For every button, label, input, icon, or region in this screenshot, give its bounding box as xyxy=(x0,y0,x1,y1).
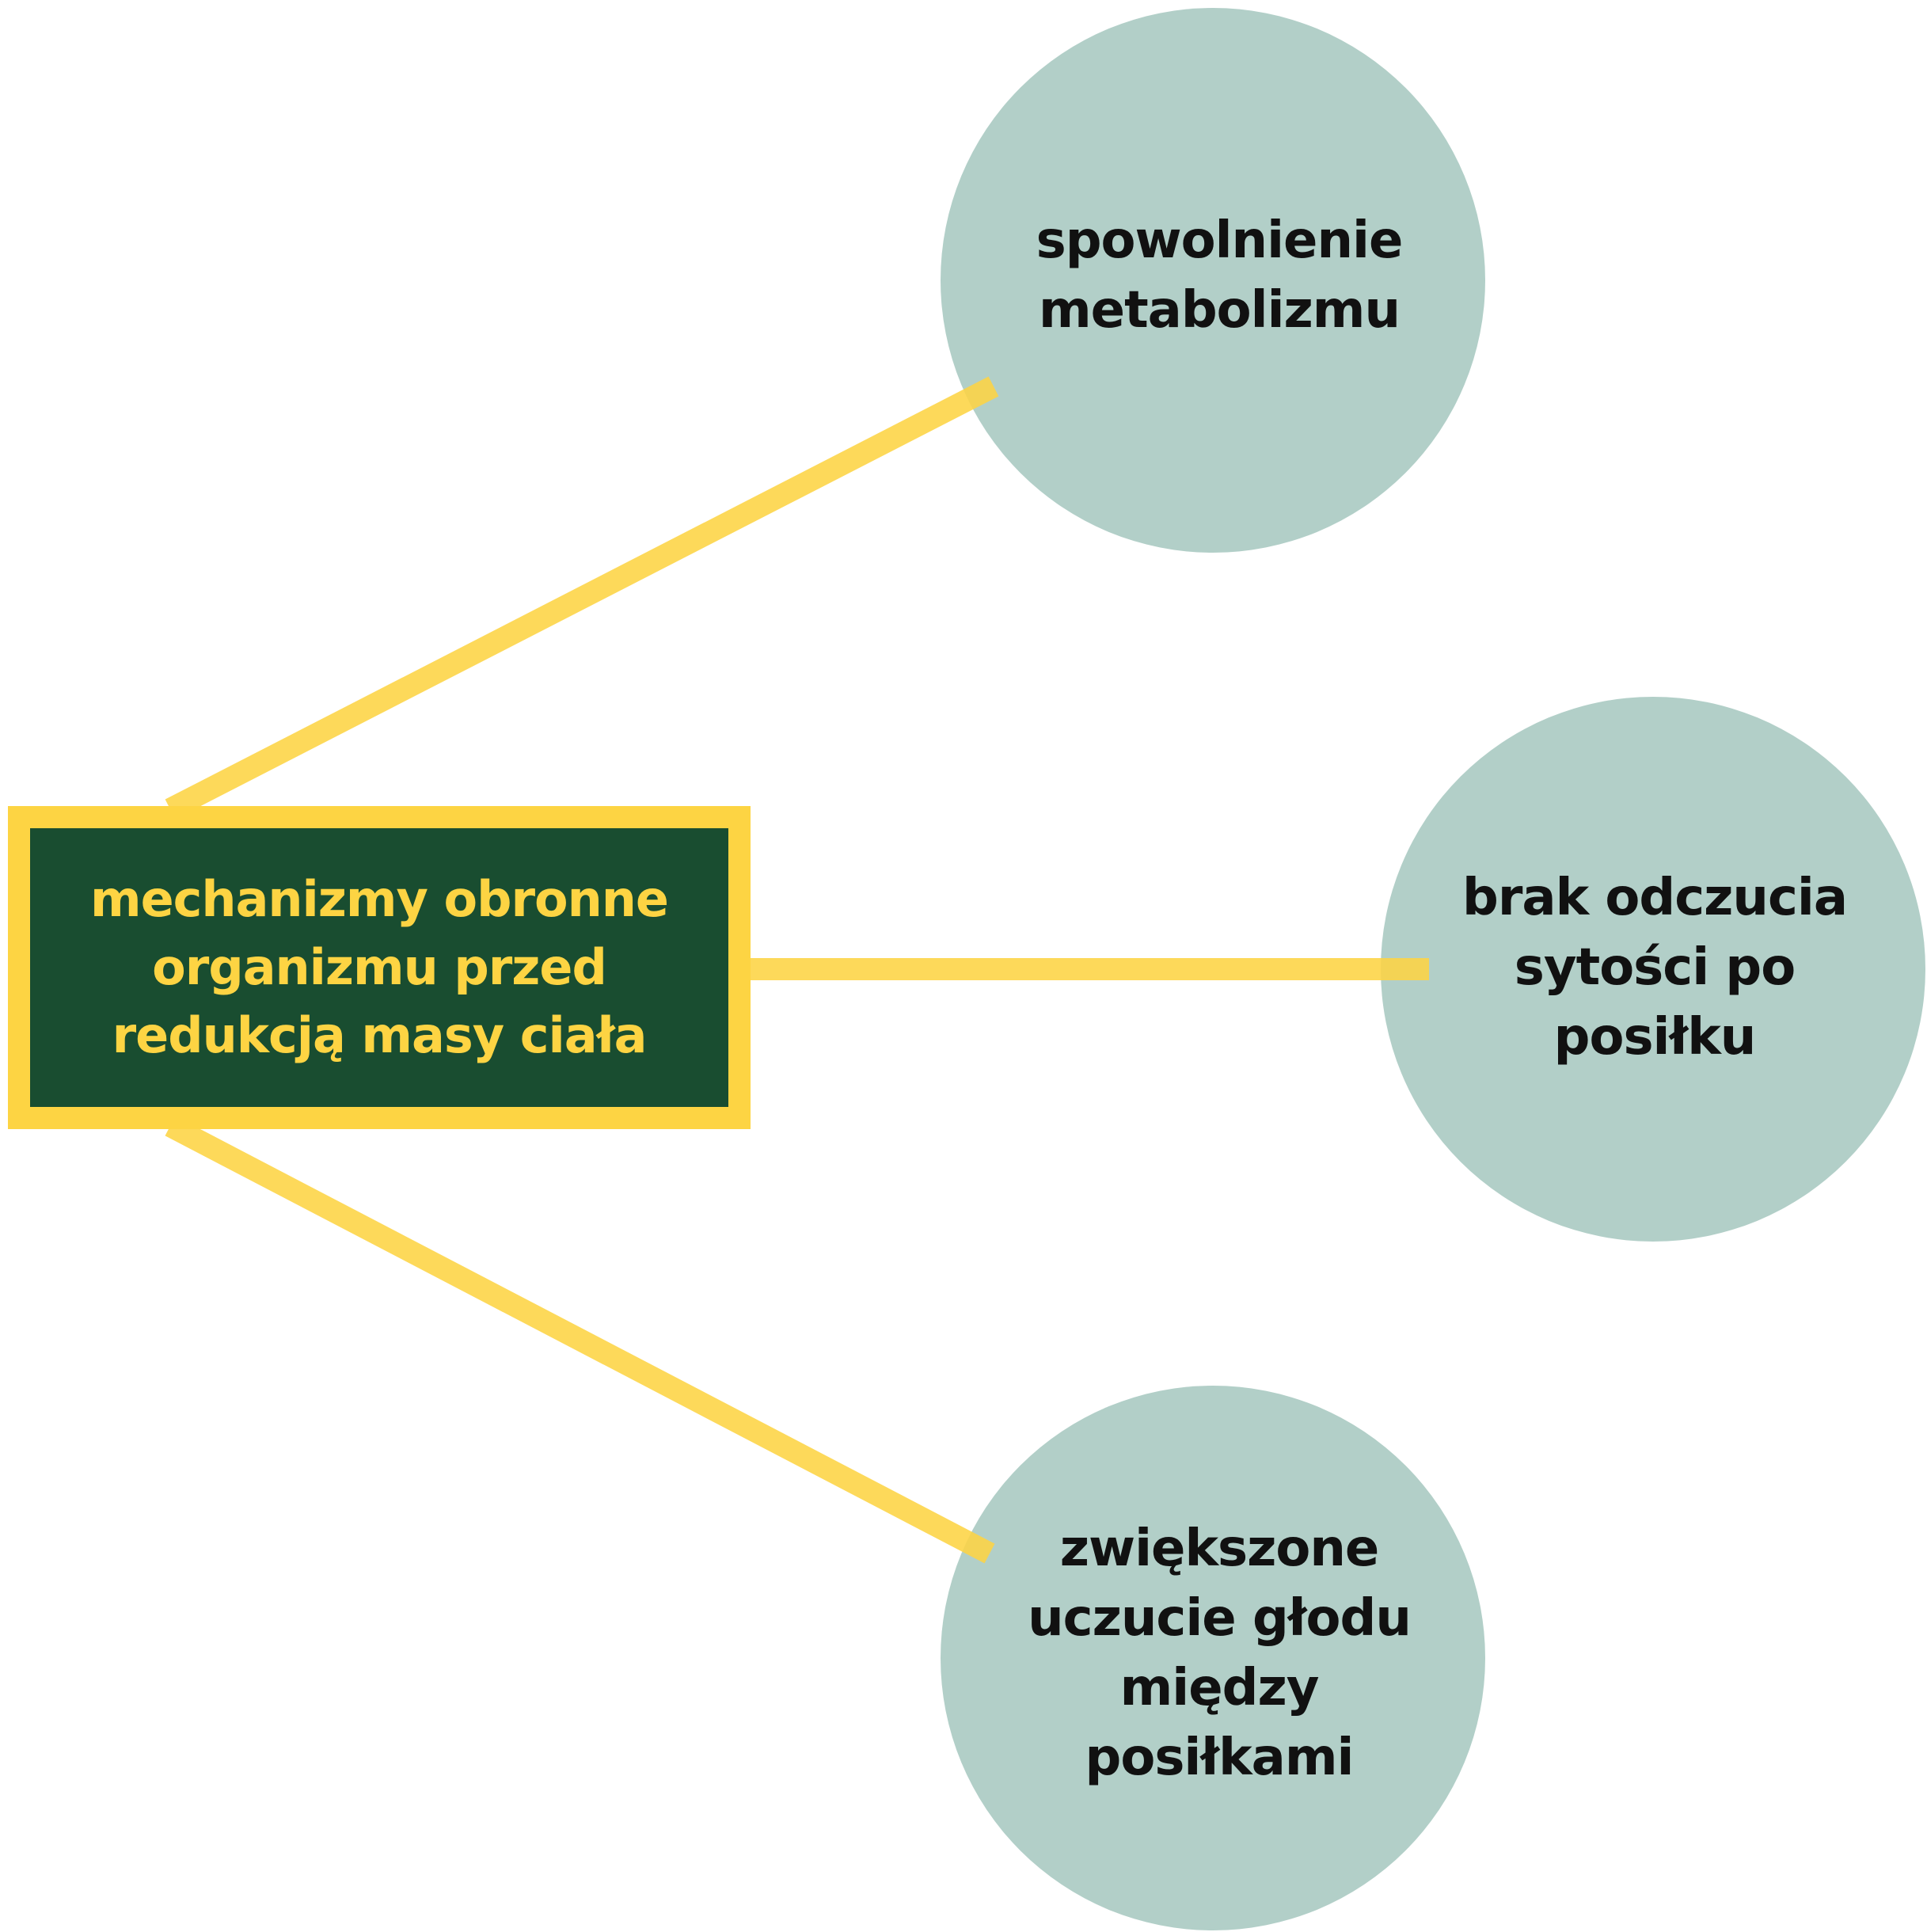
connector-to-node-3 xyxy=(165,1116,995,1564)
node-circle-3 xyxy=(941,1386,1485,1930)
center-label: mechanizmy obronne organizmu przed reduk… xyxy=(90,870,669,1064)
connector-to-node-1 xyxy=(165,376,999,820)
node-label-1: spowolnienie metabolizmu xyxy=(1036,211,1404,340)
center-box: mechanizmy obronne organizmu przed reduk… xyxy=(8,806,751,1129)
node-label-3: zwiększone uczucie głodu między posiłkam… xyxy=(1028,1519,1412,1787)
node-label-2: brak odczucia sytości po posiłku xyxy=(1462,869,1848,1067)
node-circle-2 xyxy=(1381,697,1925,1242)
node-circle-1 xyxy=(941,8,1485,553)
